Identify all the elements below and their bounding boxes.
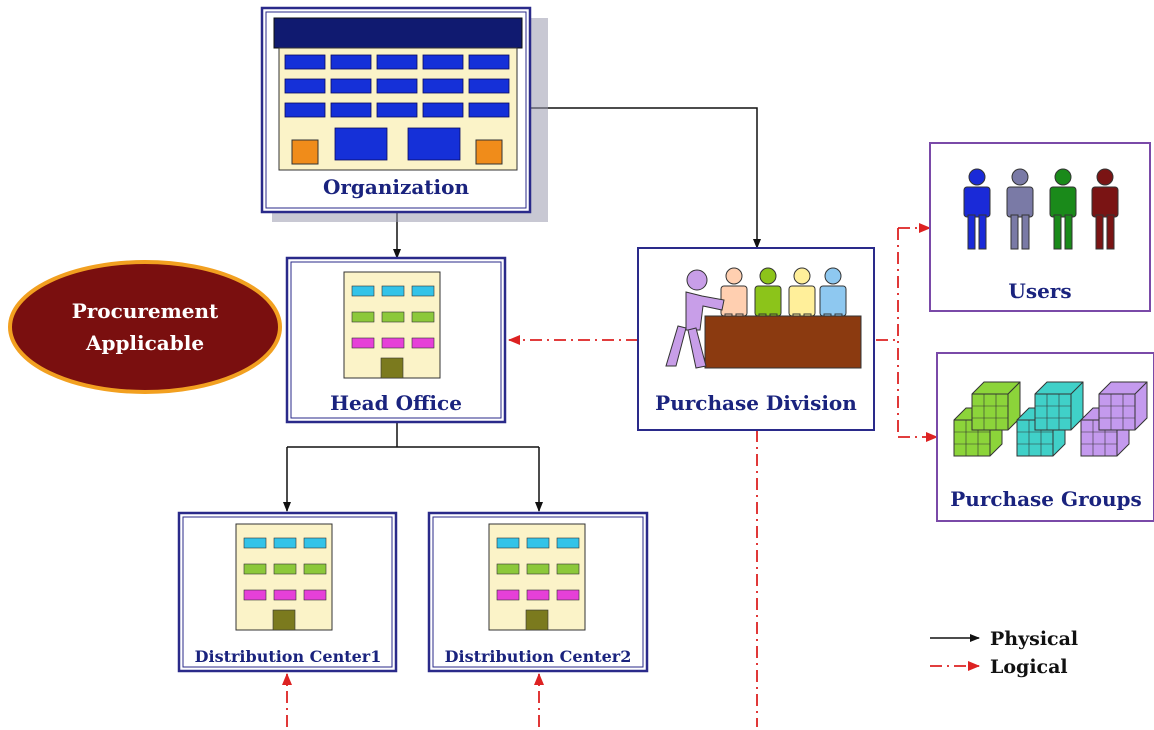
purchase-division-label: Purchase Division (655, 391, 857, 415)
physical-connectors (283, 107, 761, 512)
distribution-center1-label: Distribution Center1 (195, 647, 382, 666)
organization-label: Organization (323, 175, 470, 199)
node-purchase-division: Purchase Division (637, 247, 875, 431)
legend: Physical Logical (930, 628, 1078, 678)
node-organization: Organization (260, 6, 548, 222)
node-distribution-center1: Distribution Center1 (177, 511, 398, 673)
badge-line2: Applicable (85, 331, 204, 355)
badge-line1: Procurement (72, 299, 219, 323)
logical-connectors (282, 223, 938, 727)
node-users: Users (929, 142, 1151, 312)
procurement-badge: Procurement Applicable (8, 260, 282, 394)
node-purchase-groups: Purchase Groups (936, 352, 1154, 522)
building-icon (343, 271, 441, 379)
distribution-center2-label: Distribution Center2 (445, 647, 632, 666)
head-office-label: Head Office (330, 391, 462, 415)
stacked-cubes-icon (953, 381, 1148, 457)
node-head-office: Head Office (285, 256, 507, 424)
edge-org-to-purchase-division (530, 107, 761, 249)
team-meeting-icon (665, 267, 862, 369)
legend-logical-label: Logical (990, 656, 1068, 678)
users-label: Users (1008, 279, 1071, 303)
building-icon (488, 523, 586, 631)
building-icon (235, 523, 333, 631)
legend-physical-label: Physical (990, 628, 1078, 650)
office-tower-icon (273, 17, 523, 171)
purchase-groups-label: Purchase Groups (950, 487, 1141, 511)
node-distribution-center2: Distribution Center2 (427, 511, 649, 673)
